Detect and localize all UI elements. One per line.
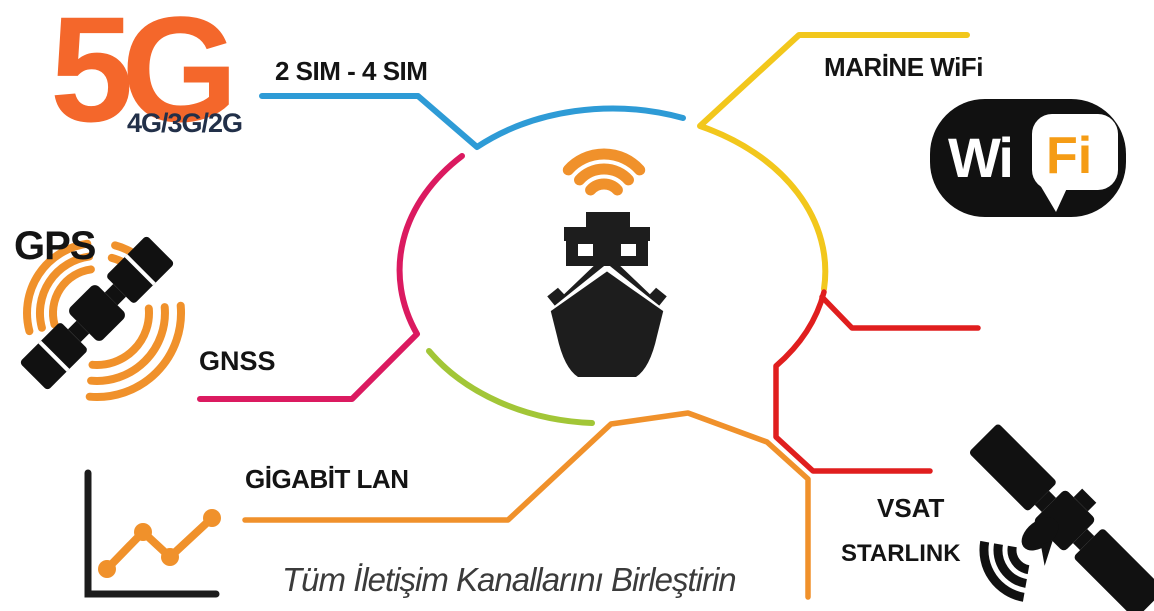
lan-chart-icon — [84, 469, 221, 598]
gnss-connector-line — [197, 153, 465, 402]
ship-funnel — [586, 212, 630, 229]
label-gps: GPS — [14, 224, 96, 268]
label-5g: 5G — [50, 0, 238, 153]
ship-hull — [549, 270, 665, 377]
label-marine-wifi: MARİNE WiFi — [824, 52, 983, 82]
wifi-logo-wi: Wi — [948, 126, 1012, 189]
label-starlink: STARLINK — [841, 540, 961, 567]
label-4g-3g-2g: 4G/3G/2G — [127, 108, 243, 138]
label-gigabit-lan: GİGABİT LAN — [245, 464, 409, 494]
wifi-signal-icon — [562, 148, 646, 196]
tagline: Tüm İletişim Kanallarını Birleştirin — [282, 561, 737, 598]
wifi-logo: Wi Fi — [930, 99, 1126, 217]
red-branch-line — [819, 294, 981, 331]
starlink-satellite-icon — [969, 424, 1154, 611]
marine-wifi-connector-line — [697, 32, 970, 292]
gigabit-lan-connector-line — [242, 410, 811, 600]
ellipse-arc-green — [426, 348, 595, 426]
gps-satellite-icon — [20, 236, 186, 402]
label-gnss: GNSS — [199, 346, 276, 376]
vsat-connector-line — [773, 289, 933, 474]
sim-connector-line — [259, 93, 686, 150]
label-vsat: VSAT — [877, 493, 945, 523]
label-sim: 2 SIM - 4 SIM — [275, 56, 428, 86]
ship-icon — [543, 148, 671, 377]
wifi-logo-fi: Fi — [1046, 127, 1092, 185]
